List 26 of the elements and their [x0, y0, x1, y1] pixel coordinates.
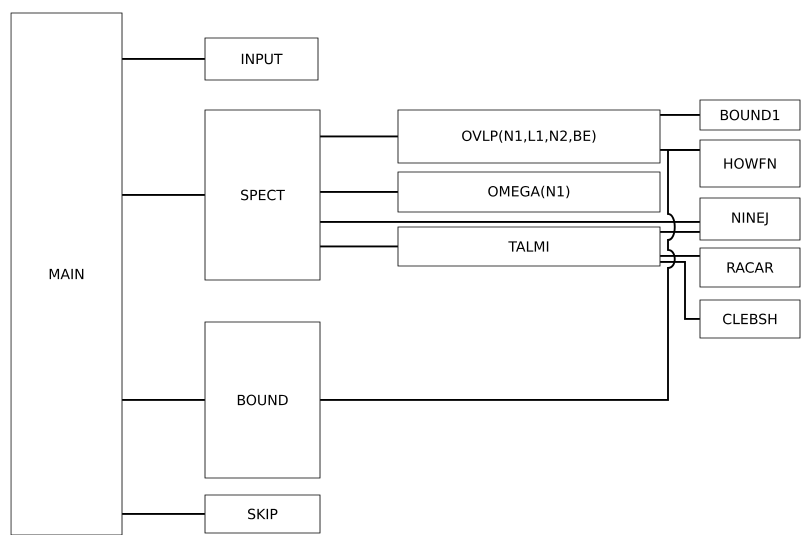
routine-box: SPECT: [204, 110, 320, 280]
connector-line: [320, 246, 398, 248]
subroutine-box: BOUND1: [700, 100, 800, 130]
connector-line: [660, 231, 700, 233]
connector-line: [122, 513, 205, 515]
connector-line: [660, 261, 700, 320]
subroutine-box: CLEBSH: [700, 300, 800, 338]
connector-line: [320, 136, 398, 138]
connector-line: [122, 58, 205, 60]
routine-box: INPUT: [204, 38, 318, 80]
connector-line: [122, 194, 205, 196]
connector-line: [320, 191, 398, 193]
routine-box: SKIP: [204, 494, 320, 534]
subroutine-box: OMEGA(N1): [398, 172, 660, 212]
connector-line: [660, 255, 700, 257]
connector-line: [320, 149, 700, 401]
program-box: MAIN: [10, 12, 122, 535]
routine-box: BOUND: [204, 322, 320, 478]
subroutine-box: NINEJ: [700, 198, 800, 240]
subroutine-box: TALMI: [398, 226, 660, 266]
subroutine-box: HOWFN: [700, 140, 800, 188]
connector-line: [660, 114, 700, 116]
connector-line: [320, 221, 700, 223]
subroutine-box: OVLP(N1,L1,N2,BE): [398, 110, 660, 164]
subroutine-box: RACAR: [700, 248, 800, 288]
connector-line: [122, 399, 205, 401]
